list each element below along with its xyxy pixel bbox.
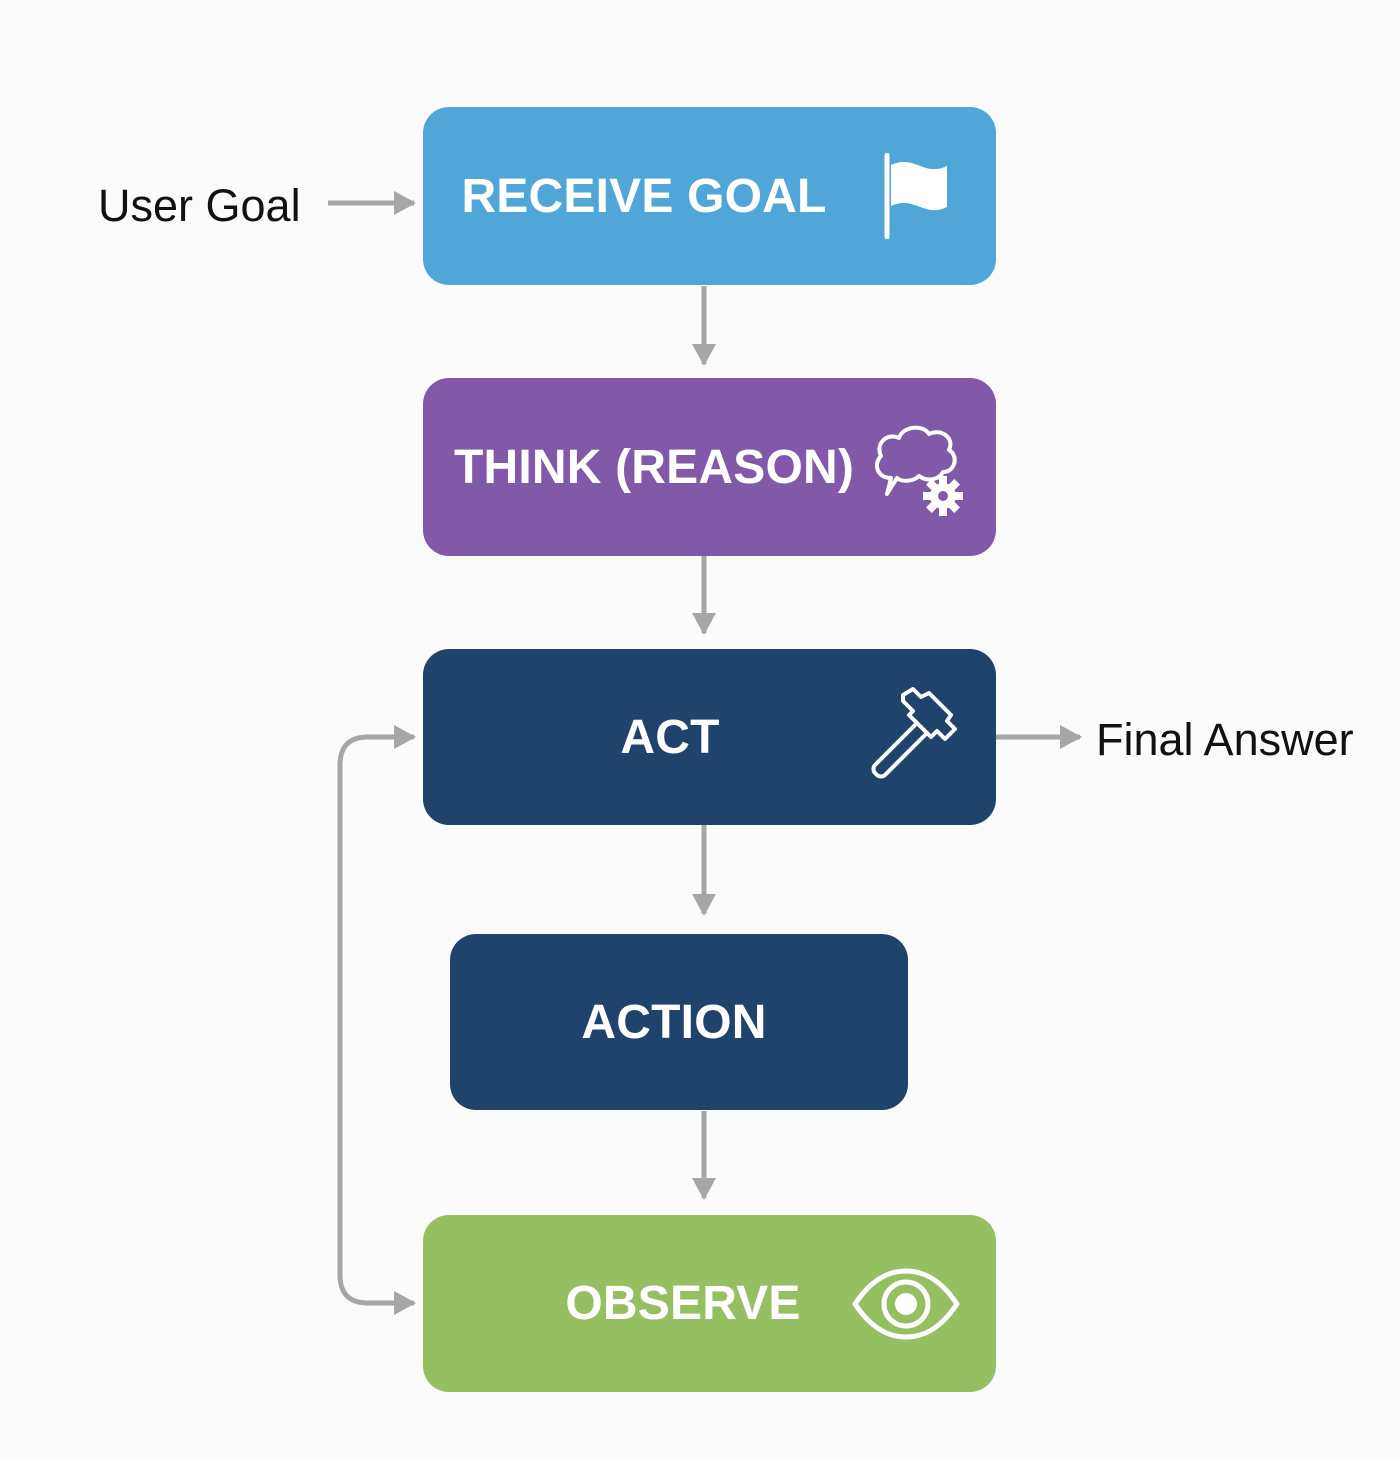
think-label: THINK (REASON) — [453, 440, 855, 494]
receive-goal-node: RECEIVE GOAL — [423, 107, 996, 285]
eye-icon — [852, 1268, 960, 1340]
user-goal-label: User Goal — [98, 180, 301, 231]
edge-feedback-loop — [337, 725, 416, 1315]
think-node: THINK (REASON) — [423, 378, 996, 556]
act-node: ACT — [423, 649, 996, 825]
thought-bubble-gear-icon — [874, 425, 963, 516]
receive-goal-label: RECEIVE GOAL — [461, 169, 827, 223]
observe-node: OBSERVE — [423, 1215, 996, 1392]
observe-label: OBSERVE — [565, 1277, 801, 1330]
hammer-icon — [871, 687, 957, 779]
flag-icon — [884, 153, 947, 239]
action-node: ACTION — [450, 934, 908, 1110]
loop-arrowhead-to-observe — [394, 1291, 416, 1315]
final-answer-label: Final Answer — [1096, 714, 1354, 765]
action-label: ACTION — [581, 995, 767, 1049]
loop-arrowhead-to-act — [394, 725, 416, 749]
act-label: ACT — [620, 710, 720, 764]
